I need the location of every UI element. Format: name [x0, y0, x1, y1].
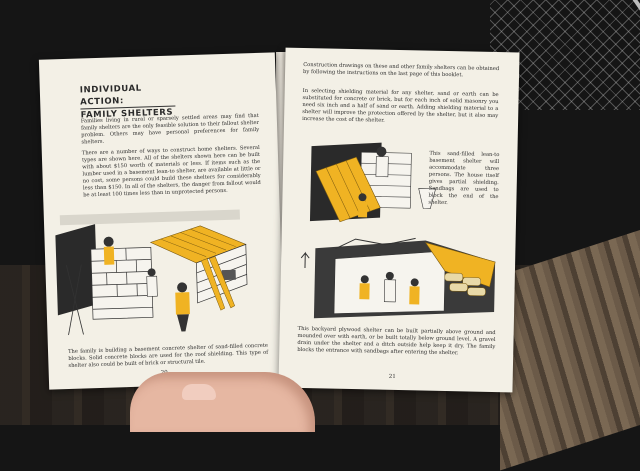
open-booklet: INDIVIDUAL ACTION: FAMILY SHELTERS Famil…	[0, 0, 640, 425]
lean-to-shelter-illustration	[300, 136, 442, 229]
backyard-shelter-illustration	[294, 228, 502, 327]
basement-shelter-illustration	[49, 189, 274, 346]
left-caption: The family is building a basement concre…	[68, 343, 269, 370]
lean-to-caption: This sand-filled lean-to basement shelte…	[428, 151, 499, 208]
left-page: INDIVIDUAL ACTION: FAMILY SHELTERS Famil…	[39, 52, 285, 389]
intro-paragraph: Construction drawings on these and other…	[303, 62, 499, 80]
right-page: Construction drawings on these and other…	[278, 48, 519, 393]
right-caption: This backyard plywood shelter can be bui…	[297, 326, 496, 358]
page-number: 21	[389, 374, 396, 380]
intro-paragraph: Families living in rural or sparsely set…	[81, 113, 260, 147]
heading-line-1: INDIVIDUAL ACTION:	[80, 82, 176, 110]
body-paragraph: In selecting shielding material for any …	[302, 88, 499, 127]
thumbnail-nail	[182, 384, 216, 400]
thumb	[130, 372, 315, 432]
